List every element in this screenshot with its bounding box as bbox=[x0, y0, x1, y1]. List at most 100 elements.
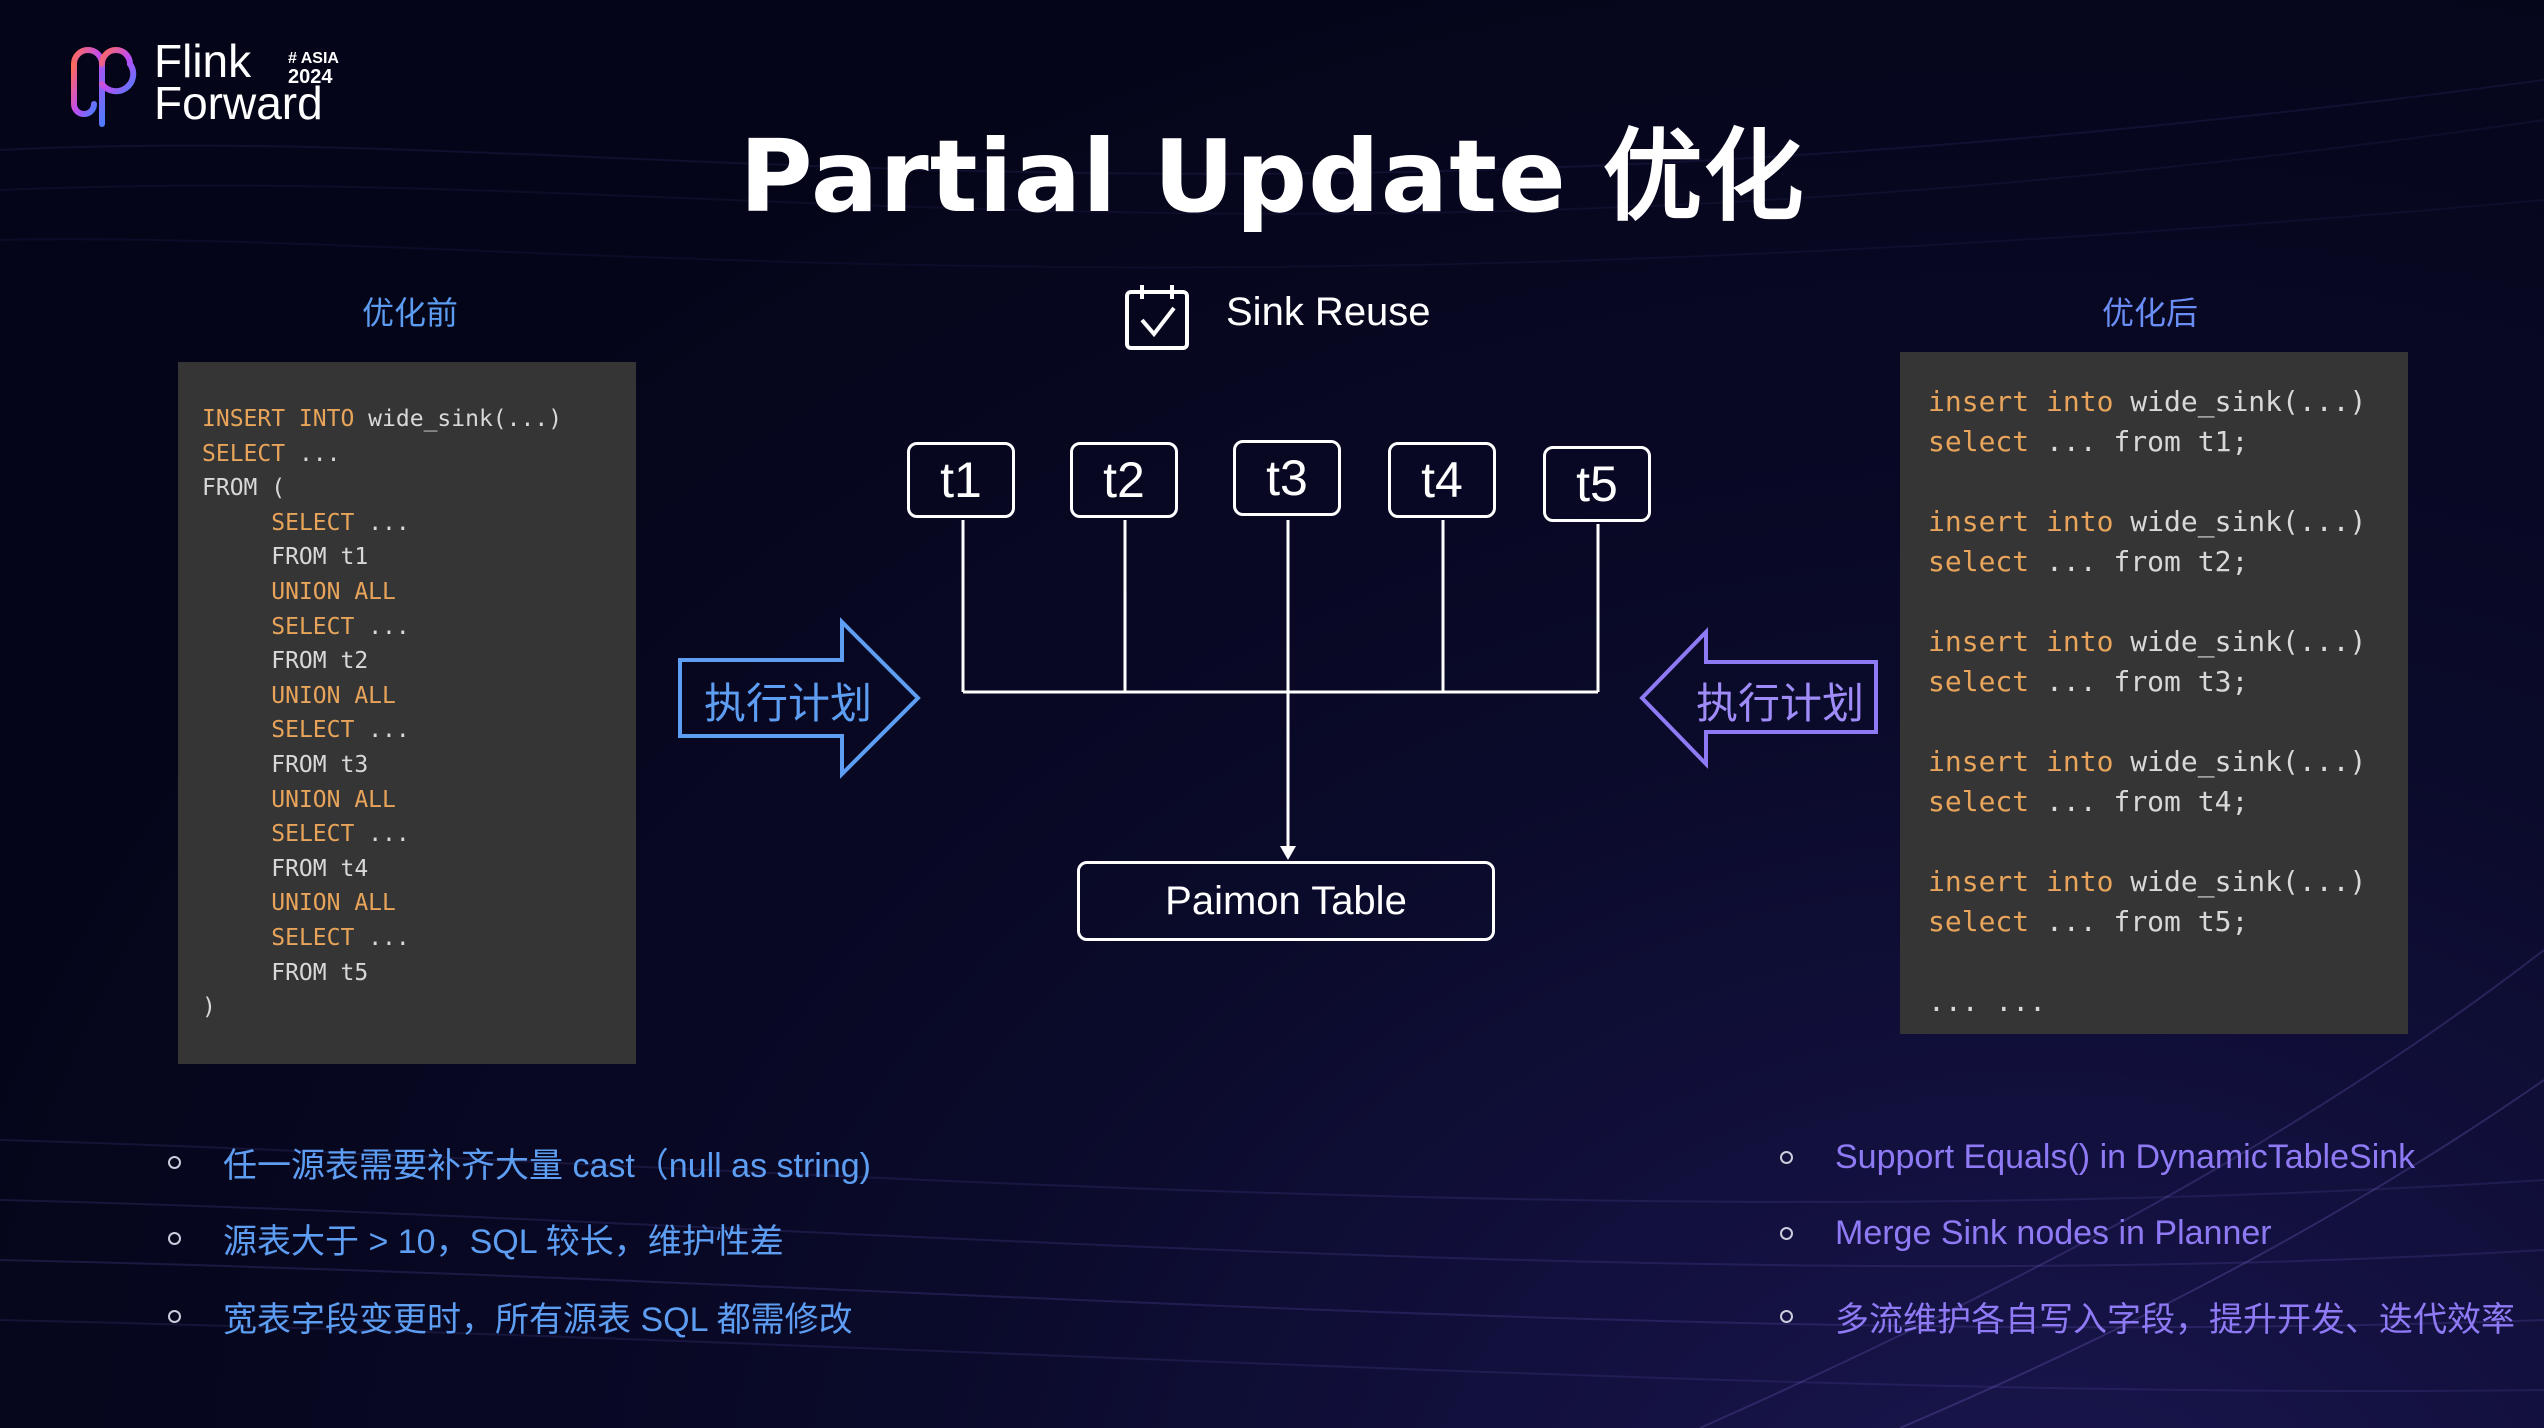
code-line: select ... from t4; bbox=[1928, 782, 2408, 822]
bullet-circle-icon bbox=[1780, 1151, 1793, 1164]
code-text: ... bbox=[354, 613, 410, 640]
list-item: 宽表字段变更时，所有源表 SQL 都需修改 bbox=[168, 1292, 853, 1341]
list-item: 任一源表需要补齐大量 cast（null as string) bbox=[168, 1138, 871, 1187]
right-arrow-label: 执行计划 bbox=[1696, 679, 1865, 728]
source-node-t3: t3 bbox=[1233, 440, 1341, 516]
code-keyword: SELECT bbox=[271, 509, 355, 536]
plan-arrow-right bbox=[678, 617, 921, 779]
code-text: FROM t4 bbox=[202, 855, 369, 882]
code-keyword: UNION ALL bbox=[271, 890, 396, 917]
code-keyword: insert into bbox=[1928, 745, 2114, 778]
bullet-circle-icon bbox=[168, 1156, 181, 1169]
code-text: ... from t1; bbox=[2029, 425, 2249, 458]
bullet-circle-icon bbox=[1780, 1227, 1793, 1240]
code-text: wide_sink(...) bbox=[2113, 745, 2367, 778]
code-text: ... bbox=[354, 924, 410, 951]
code-line: insert into wide_sink(...) bbox=[1928, 622, 2408, 662]
code-line: SELECT ... bbox=[202, 506, 636, 541]
code-text: wide_sink(...) bbox=[2113, 505, 2367, 538]
page-title: Partial Update 优化 bbox=[739, 118, 1805, 235]
code-text: ... bbox=[354, 821, 410, 848]
code-text: wide_sink(...) bbox=[354, 406, 563, 432]
code-keyword: SELECT bbox=[271, 924, 355, 951]
code-text: ... from t3; bbox=[2029, 665, 2249, 698]
code-line: SELECT ... bbox=[202, 610, 636, 645]
code-keyword: SELECT bbox=[202, 440, 286, 467]
code-line: FROM t4 bbox=[202, 852, 636, 887]
code-keyword: UNION ALL bbox=[271, 578, 396, 605]
bullet-text: 多流维护各自写入字段，提升开发、迭代效率 bbox=[1835, 1301, 2515, 1339]
code-line: FROM ( bbox=[202, 471, 636, 506]
code-line: SELECT ... bbox=[202, 713, 636, 748]
code-line: ) bbox=[202, 990, 636, 1025]
before-code-panel: INSERT INTO wide_sink(...)SELECT ...FROM… bbox=[178, 362, 636, 1064]
code-keyword: select bbox=[1928, 785, 2030, 818]
code-line: UNION ALL bbox=[202, 783, 636, 818]
code-text: ) bbox=[202, 994, 216, 1021]
bullet-circle-icon bbox=[1780, 1310, 1793, 1323]
bullet-circle-icon bbox=[168, 1310, 181, 1323]
bullet-text: 任一源表需要补齐大量 cast（null as string) bbox=[223, 1147, 871, 1185]
code-text: ... bbox=[285, 440, 341, 467]
code-line: SELECT ... bbox=[202, 817, 636, 852]
code-line: FROM t3 bbox=[202, 748, 636, 783]
code-text: wide_sink(...) bbox=[2113, 385, 2367, 418]
code-keyword: SELECT bbox=[271, 821, 355, 848]
code-text: ... ... bbox=[1928, 985, 2047, 1018]
bullet-circle-icon bbox=[168, 1232, 181, 1245]
logo-line1: Flink bbox=[154, 35, 252, 87]
code-line: insert into wide_sink(...) bbox=[1928, 742, 2408, 782]
code-keyword: SELECT bbox=[271, 717, 355, 744]
code-keyword: select bbox=[1928, 425, 2030, 458]
code-text: ... from t4; bbox=[2029, 785, 2249, 818]
source-node-t2: t2 bbox=[1070, 442, 1178, 518]
code-keyword: select bbox=[1928, 545, 2030, 578]
bullet-text: Merge Sink nodes in Planner bbox=[1835, 1214, 2272, 1252]
logo-badge-year: 2024 bbox=[288, 66, 333, 88]
list-item: 多流维护各自写入字段，提升开发、迭代效率 bbox=[1780, 1292, 2515, 1341]
bullet-text: 宽表字段变更时，所有源表 SQL 都需修改 bbox=[223, 1301, 853, 1339]
code-text: FROM t3 bbox=[202, 751, 369, 778]
code-keyword: insert into bbox=[1928, 385, 2114, 418]
code-line: insert into wide_sink(...) bbox=[1928, 502, 2408, 542]
code-line: FROM t2 bbox=[202, 644, 636, 679]
list-item: Support Equals() in DynamicTableSink bbox=[1780, 1138, 2415, 1177]
after-label: 优化后 bbox=[2101, 294, 2198, 332]
code-line: insert into wide_sink(...) bbox=[1928, 382, 2408, 422]
sink-reuse-title: Sink Reuse bbox=[1226, 290, 1431, 334]
code-line: UNION ALL bbox=[202, 575, 636, 610]
code-keyword: SELECT bbox=[271, 613, 355, 640]
code-line: UNION ALL bbox=[202, 886, 636, 921]
code-line: SELECT ... bbox=[202, 437, 636, 472]
code-text: FROM t5 bbox=[202, 959, 369, 986]
calendar-check-icon bbox=[1125, 285, 1189, 350]
plan-arrow-left bbox=[1639, 627, 1878, 769]
code-line: insert into wide_sink(...) bbox=[1928, 862, 2408, 902]
source-node-t4: t4 bbox=[1388, 442, 1496, 518]
logo-badge-asia: # ASIA bbox=[288, 50, 339, 67]
code-keyword: insert into bbox=[1928, 625, 2114, 658]
code-keyword: insert into bbox=[1928, 505, 2114, 538]
code-text: ... from t5; bbox=[2029, 905, 2249, 938]
bullet-text: Support Equals() in DynamicTableSink bbox=[1835, 1138, 2416, 1176]
list-item: Merge Sink nodes in Planner bbox=[1780, 1214, 2272, 1253]
code-text: ... bbox=[354, 509, 410, 536]
code-line: INSERT INTO wide_sink(...) bbox=[202, 402, 636, 437]
code-line: select ... from t3; bbox=[1928, 662, 2408, 702]
logo-line2: Forward bbox=[154, 77, 323, 129]
flink-forward-logo-icon bbox=[71, 47, 137, 127]
code-line: ... ... bbox=[1928, 982, 2408, 1022]
code-keyword: select bbox=[1928, 665, 2030, 698]
code-text: FROM ( bbox=[202, 475, 286, 502]
code-keyword: UNION ALL bbox=[271, 682, 396, 709]
paimon-table-node: Paimon Table bbox=[1077, 861, 1495, 941]
code-keyword: select bbox=[1928, 905, 2030, 938]
list-item: 源表大于 > 10，SQL 较长，维护性差 bbox=[168, 1214, 784, 1263]
source-node-t5: t5 bbox=[1543, 446, 1651, 522]
code-keyword: insert into bbox=[1928, 865, 2114, 898]
code-text: wide_sink(...) bbox=[2113, 625, 2367, 658]
code-line: UNION ALL bbox=[202, 679, 636, 714]
after-code-panel: insert into wide_sink(...)select ... fro… bbox=[1900, 352, 2408, 1034]
source-node-t1: t1 bbox=[907, 442, 1015, 518]
